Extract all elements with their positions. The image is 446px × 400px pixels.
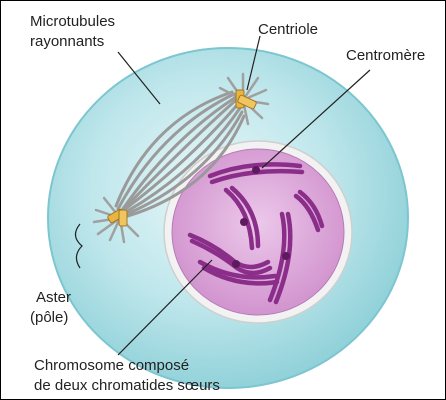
label-aster-2: (pôle) [30,309,68,326]
label-aster-1: Aster [36,289,71,306]
label-chromosome-2: de deux chromatides sœurs [34,377,220,394]
label-chromosome-1: Chromosome composé [34,357,189,374]
label-microtubules-2: rayonnants [30,33,104,50]
label-microtubules-1: Microtubules [30,13,115,30]
label-centromere: Centromère [346,47,425,64]
label-centriole: Centriole [258,21,318,38]
